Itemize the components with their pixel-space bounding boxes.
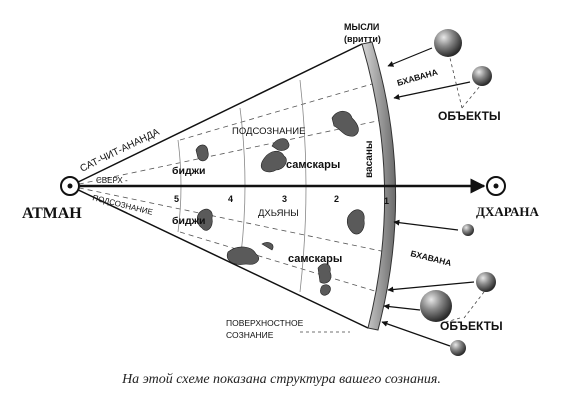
dharana-label: ДХАРАНА (476, 204, 539, 219)
objects-label-top: ОБЪЕКТЫ (438, 109, 501, 123)
bidzhi-label-bottom: биджи (172, 215, 206, 227)
mysli-label: МЫСЛИ (344, 22, 379, 32)
object-sphere (462, 224, 474, 236)
surface-arc (361, 41, 397, 331)
mysli-sub-label: (вритти) (344, 34, 381, 44)
level-number-4: 4 (228, 194, 233, 204)
podsoznanie-label: ПОДСОЗНАНИЕ (232, 126, 305, 137)
level-number-1: 1 (384, 196, 389, 206)
samskary-label-top: самскары (286, 159, 340, 171)
cone-lower-edge (69, 185, 369, 329)
level-number-3: 3 (282, 194, 287, 204)
surface-label: ПОВЕРХНОСТНОЕ (226, 318, 304, 328)
sverh-label: СВЕРХ - (96, 176, 128, 185)
cone-upper-edge (69, 43, 363, 187)
object-sphere (472, 66, 492, 86)
samskary-label-bottom: самскары (288, 253, 342, 265)
level-lines (69, 83, 387, 293)
figure-caption: На этой схеме показана структура вашего … (122, 372, 441, 387)
samskara-blobs (195, 110, 365, 296)
object-sphere (476, 272, 496, 292)
object-sphere (450, 340, 466, 356)
bidzhi-label-top: биджи (172, 165, 206, 177)
objects-label-bottom: ОБЪЕКТЫ (440, 319, 503, 333)
surface-sub-label: СОЗНАНИЕ (226, 330, 274, 340)
atman-label: АТМАН (22, 205, 82, 222)
sat-chit-ananda-label: САТ-ЧИТ-АНАНДА (78, 127, 161, 175)
level-number-2: 2 (334, 194, 339, 204)
label-pointers (300, 57, 485, 333)
atman-symbol (60, 176, 80, 196)
object-sphere (420, 290, 452, 322)
sverh-sub-label: ПОДСОЗНАНИЕ (92, 193, 154, 217)
dharana-symbol (486, 176, 506, 196)
level-number-5: 5 (174, 194, 179, 204)
object-sphere (434, 29, 462, 57)
bhavana-arrows (381, 47, 475, 347)
vasany-label: васаны (364, 141, 375, 178)
dhyany-label: ДХЬЯНЫ (258, 208, 299, 219)
bhavana-label-top: БХАВАНА (396, 67, 439, 88)
bhavana-label-bottom: БХАВАНА (410, 248, 453, 268)
